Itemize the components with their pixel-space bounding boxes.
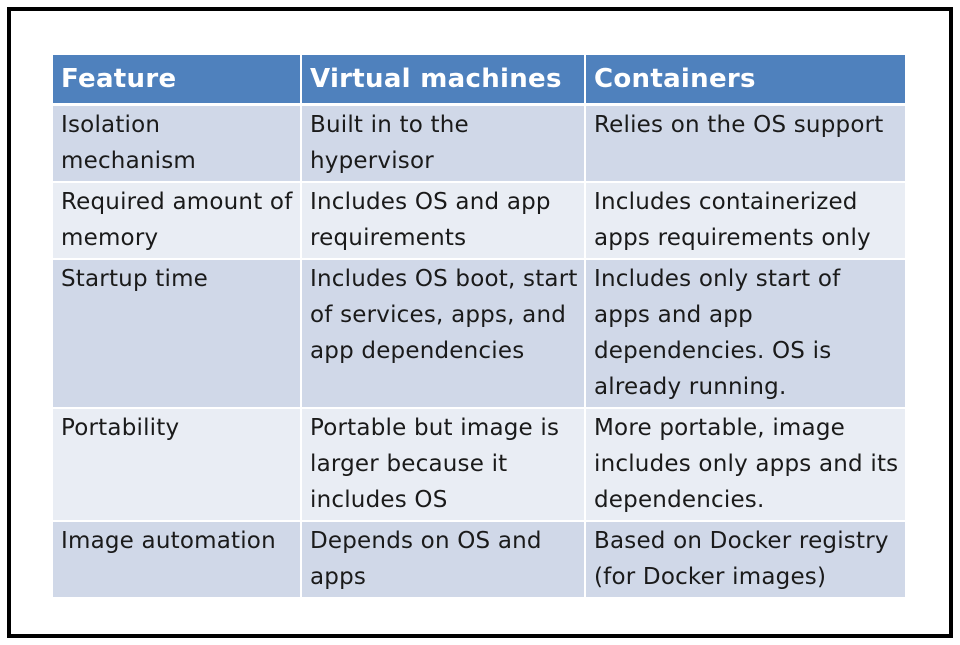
cell-vm: Depends on OS and apps	[301, 521, 586, 599]
table-row: Required amount of memory Includes OS an…	[53, 182, 905, 260]
cell-feature: Required amount of memory	[53, 182, 302, 260]
table-row: Startup time Includes OS boot, start of …	[53, 259, 905, 409]
table-row: Image automation Depends on OS and apps …	[53, 521, 905, 599]
cell-vm: Includes OS boot, start of services, app…	[301, 259, 586, 409]
table-header-row: Feature Virtual machines Containers	[53, 55, 905, 106]
table-row: Portability Portable but image is larger…	[53, 408, 905, 522]
header-containers: Containers	[585, 55, 905, 106]
cell-container: Includes only start of apps and app depe…	[585, 259, 905, 409]
header-virtual-machines: Virtual machines	[301, 55, 586, 106]
comparison-table: Feature Virtual machines Containers Isol…	[53, 55, 905, 599]
slide-frame: Feature Virtual machines Containers Isol…	[7, 7, 953, 638]
cell-feature: Portability	[53, 408, 302, 522]
cell-container: Includes containerized apps requirements…	[585, 182, 905, 260]
cell-feature: Image automation	[53, 521, 302, 599]
cell-vm: Portable but image is larger because it …	[301, 408, 586, 522]
table-row: Isolation mechanism Built in to the hype…	[53, 104, 905, 183]
header-feature: Feature	[53, 55, 302, 106]
cell-container: More portable, image includes only apps …	[585, 408, 905, 522]
cell-feature: Isolation mechanism	[53, 104, 302, 183]
cell-container: Relies on the OS support	[585, 104, 905, 183]
cell-vm: Includes OS and app requirements	[301, 182, 586, 260]
cell-feature: Startup time	[53, 259, 302, 409]
cell-vm: Built in to the hypervisor	[301, 104, 586, 183]
cell-container: Based on Docker registry (for Docker ima…	[585, 521, 905, 599]
